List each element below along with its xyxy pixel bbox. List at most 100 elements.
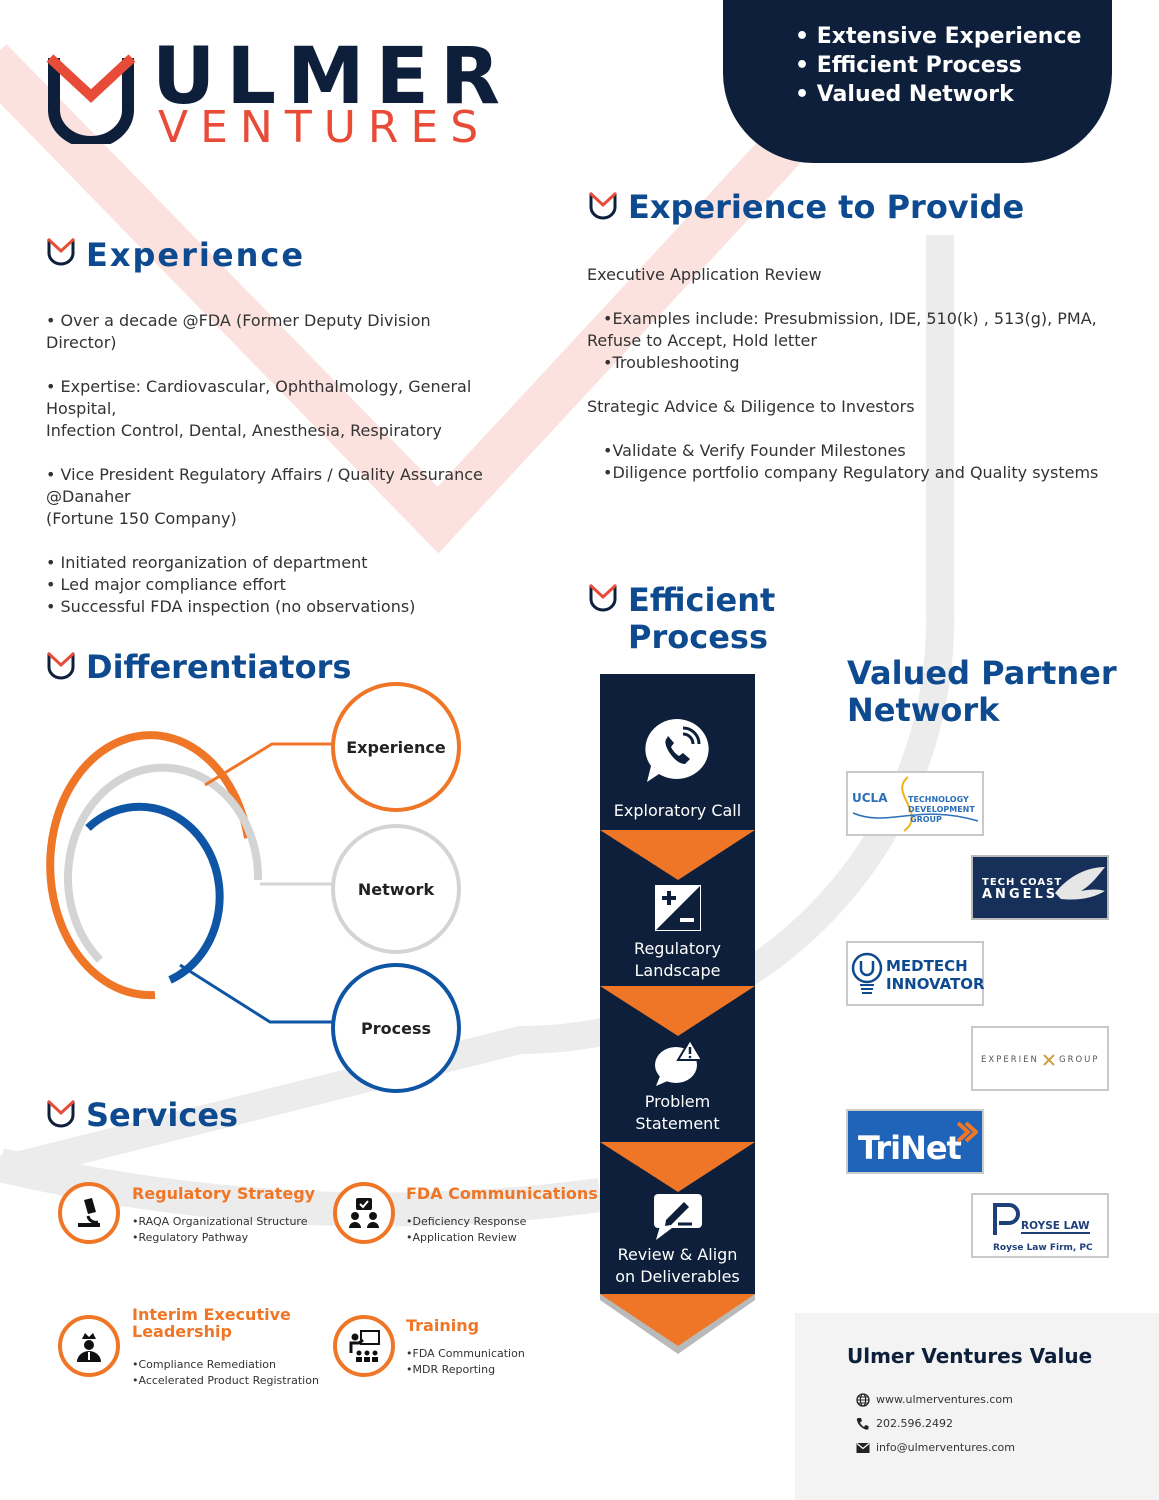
- logo-text-line: GROUP: [910, 815, 942, 824]
- provide-line: •Troubleshooting: [603, 353, 740, 372]
- differentiator-network-node: Network: [331, 824, 461, 954]
- node-label: Network: [357, 879, 435, 899]
- highlight-item: Extensive Experience: [795, 22, 1112, 51]
- service-title: FDA Communications: [406, 1184, 598, 1203]
- title-line: Interim Executive: [132, 1305, 291, 1324]
- logo-ventures-text: VENTURES: [158, 102, 491, 153]
- partner-logo-ucla: UCLA TECHNOLOGY DEVELOPMENT GROUP: [846, 771, 984, 836]
- differentiator-process-node: Process: [331, 963, 461, 1093]
- service-title: Training: [406, 1316, 480, 1335]
- service-icon-circle: [333, 1182, 395, 1244]
- provide-line: Refuse to Accept, Hold letter: [587, 331, 817, 350]
- experience-item: • Over a decade @FDA (Former Deputy Divi…: [46, 311, 431, 352]
- provide-line: •Examples include: Presubmission, IDE, 5…: [603, 309, 1097, 328]
- highlight-item: Efficient Process: [795, 51, 1112, 80]
- microscope-icon: [78, 1198, 100, 1227]
- heading-line: Valued Partner: [847, 654, 1117, 692]
- value-heading: Ulmer Ventures Value: [847, 1344, 1093, 1368]
- logo-text: TECH COAST: [982, 877, 1063, 888]
- efficient-process-heading: Efficient Process: [628, 582, 775, 656]
- section-mark-icon: [46, 1099, 76, 1128]
- service-bullet: •Compliance Remediation: [132, 1358, 276, 1371]
- phone-link[interactable]: 202.596.2492: [876, 1417, 953, 1430]
- email-link[interactable]: info@ulmerventures.com: [876, 1441, 1015, 1454]
- title-line: Leadership: [132, 1322, 232, 1341]
- partner-logo-medtech-innovator: MEDTECH INNOVATOR: [846, 941, 985, 1006]
- provide-line: •Validate & Verify Founder Milestones: [603, 441, 906, 460]
- meeting-icon: [349, 1198, 379, 1228]
- step-label: Exploratory Call: [613, 801, 742, 820]
- experience-item: • Successful FDA inspection (no observat…: [46, 597, 416, 616]
- experience-item: (Fortune 150 Company): [46, 509, 237, 528]
- section-mark-icon: [46, 237, 76, 266]
- email-icon: [856, 1443, 870, 1453]
- step-label: on Deliverables: [615, 1267, 740, 1286]
- process-step-2: Regulatory Landscape: [600, 938, 755, 982]
- partner-logo-tech-coast-angels: TECH COAST ANGELS: [971, 855, 1109, 920]
- warning-chat-icon: [655, 1038, 704, 1086]
- logo-text-line: DEVELOPMENT: [908, 805, 975, 814]
- node-label: Experience: [346, 737, 446, 757]
- service-bullet: •MDR Reporting: [406, 1363, 496, 1376]
- leader-crown-icon: [77, 1333, 101, 1362]
- differentiators-heading: Differentiators: [86, 648, 352, 686]
- process-step-3: Problem Statement: [600, 1091, 755, 1135]
- step-label: Review & Align: [617, 1245, 738, 1264]
- wings-icon: [1055, 867, 1105, 900]
- experience-heading: Experience: [86, 236, 306, 274]
- phone-chat-icon: [645, 718, 709, 782]
- logo-text: UCLA: [852, 791, 888, 805]
- experience-item: Infection Control, Dental, Anesthesia, R…: [46, 421, 442, 440]
- partner-logo-trinet: TriNet: [846, 1109, 984, 1174]
- partner-logo-experien-group: EXPERIEN GROUP: [971, 1026, 1109, 1091]
- process-chevrons: [600, 830, 755, 1354]
- phone-icon: [856, 1418, 869, 1430]
- provide-line: •Diligence portfolio company Regulatory …: [603, 463, 1099, 482]
- service-bullet: •Accelerated Product Registration: [132, 1374, 319, 1387]
- logo-text: Royse Law Firm, PC: [993, 1243, 1093, 1253]
- logo-text: GROUP: [1059, 1055, 1100, 1065]
- heading-line: Process: [628, 618, 768, 656]
- logo-text: EXPERIEN: [981, 1055, 1039, 1065]
- globe-icon: [856, 1393, 870, 1407]
- dna-swirl-icon: [852, 776, 979, 832]
- partner-network-heading: Valued Partner Network: [847, 655, 1117, 729]
- process-step-1: Exploratory Call: [600, 800, 755, 822]
- logo-text: MEDTECH: [886, 957, 968, 975]
- logo-text: INNOVATOR: [886, 975, 985, 993]
- experience-list: • Over a decade @FDA (Former Deputy Divi…: [46, 310, 486, 618]
- section-mark-icon: [588, 191, 618, 220]
- step-label: Regulatory: [634, 939, 721, 958]
- highlight-item: Valued Network: [795, 80, 1112, 109]
- service-title: Interim Executive Leadership: [132, 1306, 291, 1340]
- logo-text: TriNet: [858, 1129, 962, 1167]
- differentiator-experience-node: Experience: [331, 682, 461, 812]
- brand-mark-icon: [1043, 1054, 1055, 1066]
- step-label: Problem: [644, 1092, 711, 1111]
- experience-item: • Initiated reorganization of department: [46, 553, 368, 572]
- website-link[interactable]: www.ulmerventures.com: [876, 1393, 1013, 1406]
- service-bullet: •Deficiency Response: [406, 1215, 527, 1228]
- section-mark-icon: [588, 583, 618, 612]
- presentation-icon: [349, 1330, 380, 1362]
- experience-item: • Led major compliance effort: [46, 575, 286, 594]
- service-icon-circle: [333, 1315, 395, 1377]
- royse-r-icon: [993, 1203, 1020, 1235]
- node-label: Process: [361, 1018, 431, 1038]
- arrow-mark-icon: [956, 1121, 978, 1143]
- heading-line: Network: [847, 691, 1000, 729]
- lightbulb-icon: [851, 952, 883, 994]
- heading-line: Efficient: [628, 581, 776, 619]
- value-box: [795, 1313, 1159, 1500]
- highlights-banner: Extensive Experience Efficient Process V…: [723, 0, 1112, 163]
- experience-item: • Expertise: Cardiovascular, Ophthalmolo…: [46, 377, 472, 418]
- step-label: Landscape: [634, 961, 721, 980]
- pen-chat-icon: [654, 1194, 702, 1240]
- experience-item: • Vice President Regulatory Affairs / Qu…: [46, 465, 483, 506]
- experience-to-provide-heading: Experience to Provide: [628, 188, 1025, 226]
- differentiators-diagram: [46, 731, 332, 1024]
- service-icon-circle: [58, 1182, 120, 1244]
- section-mark-icon: [46, 651, 76, 680]
- logo-text: ANGELS: [982, 887, 1059, 902]
- service-bullet: •Application Review: [406, 1231, 517, 1244]
